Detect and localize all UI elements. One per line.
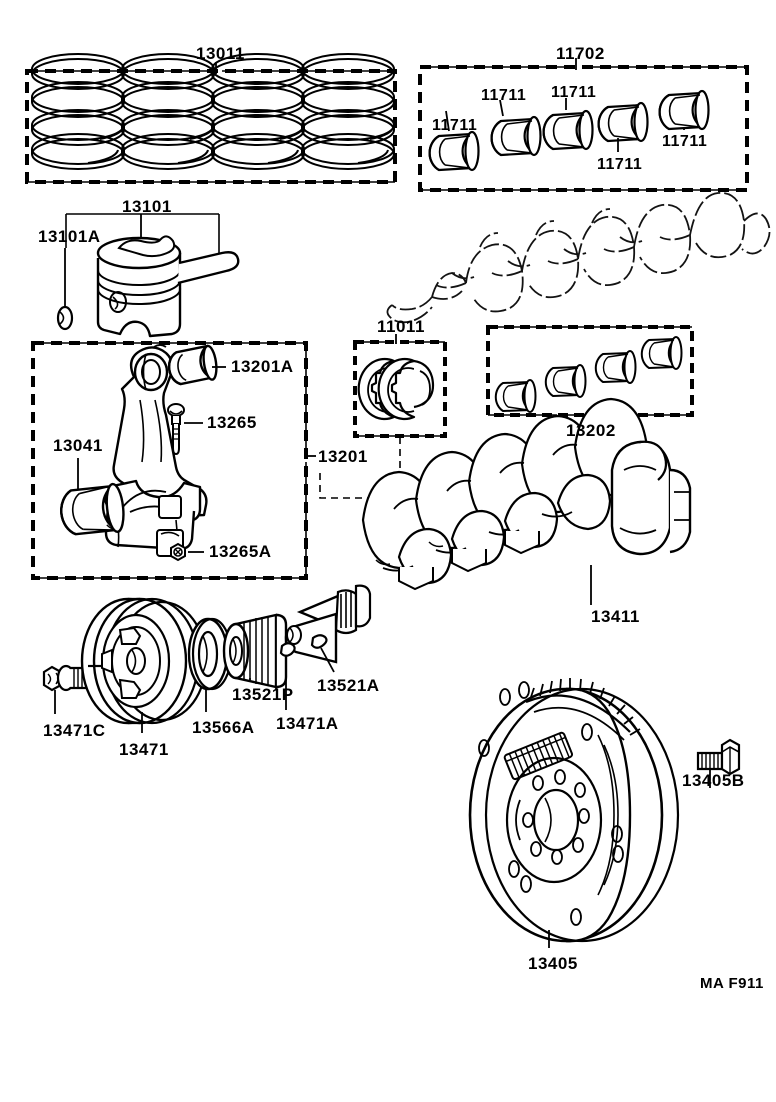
- callout-11711-2: 11711: [481, 87, 527, 104]
- callout-13265: 13265: [207, 413, 257, 432]
- callout-11011: 11011: [377, 317, 425, 336]
- callout-13471: 13471: [119, 740, 169, 759]
- callout-13201: 13201: [318, 447, 368, 466]
- crankshaft-drawing: [296, 397, 692, 635]
- flywheel-bolt-drawing: [696, 738, 741, 788]
- thrust-washer-box: [319, 334, 489, 499]
- crankshaft-nose: [284, 612, 338, 664]
- crankshaft-ghost-outline: [386, 192, 771, 324]
- callout-11702: 11702: [556, 44, 605, 63]
- pulley-bolt-drawing: [42, 664, 90, 714]
- diagram-watermark: MA F911: [700, 975, 764, 992]
- callout-11711-1: 11711: [432, 117, 478, 134]
- callout-13521A: 13521A: [317, 676, 380, 695]
- woodruff-keys: [279, 634, 335, 710]
- crankshaft-pulley-assembly: [42, 597, 338, 733]
- connecting-rod-assembly-box: [31, 341, 316, 580]
- callout-13566A: 13566A: [192, 718, 255, 737]
- callout-13411: 13411: [591, 607, 640, 626]
- oil-slinger-drawing: [187, 617, 233, 712]
- callout-13202: 13202: [566, 421, 616, 440]
- callout-13471C: 13471C: [43, 721, 106, 740]
- timing-gear-drawing: [222, 613, 288, 689]
- connecting-rod-nut-drawing: [170, 542, 204, 562]
- callout-13405: 13405: [528, 954, 578, 973]
- callout-13101A: 13101A: [38, 227, 101, 246]
- pulley-drawing: [80, 597, 208, 733]
- piston-drawing: [56, 213, 240, 338]
- piston-ring-set-box: [25, 53, 397, 184]
- flywheel-drawing: [468, 678, 680, 948]
- connecting-rod-bolt-drawing: [167, 403, 203, 456]
- callout-13265A: 13265A: [209, 542, 272, 561]
- callout-13101: 13101: [122, 197, 172, 216]
- callout-11711-5: 11711: [662, 133, 708, 150]
- callout-13471A: 13471A: [276, 714, 339, 733]
- callout-13011: 13011: [196, 44, 245, 63]
- crankshaft-bearing-set-box: [418, 58, 749, 192]
- callout-13041: 13041: [53, 436, 103, 455]
- callout-13521P: 13521P: [232, 685, 294, 704]
- callout-11711-4: 11711: [597, 156, 643, 173]
- callout-13405B: 13405B: [682, 771, 745, 790]
- callout-13201A: 13201A: [231, 357, 294, 376]
- callout-11711-3: 11711: [551, 84, 597, 101]
